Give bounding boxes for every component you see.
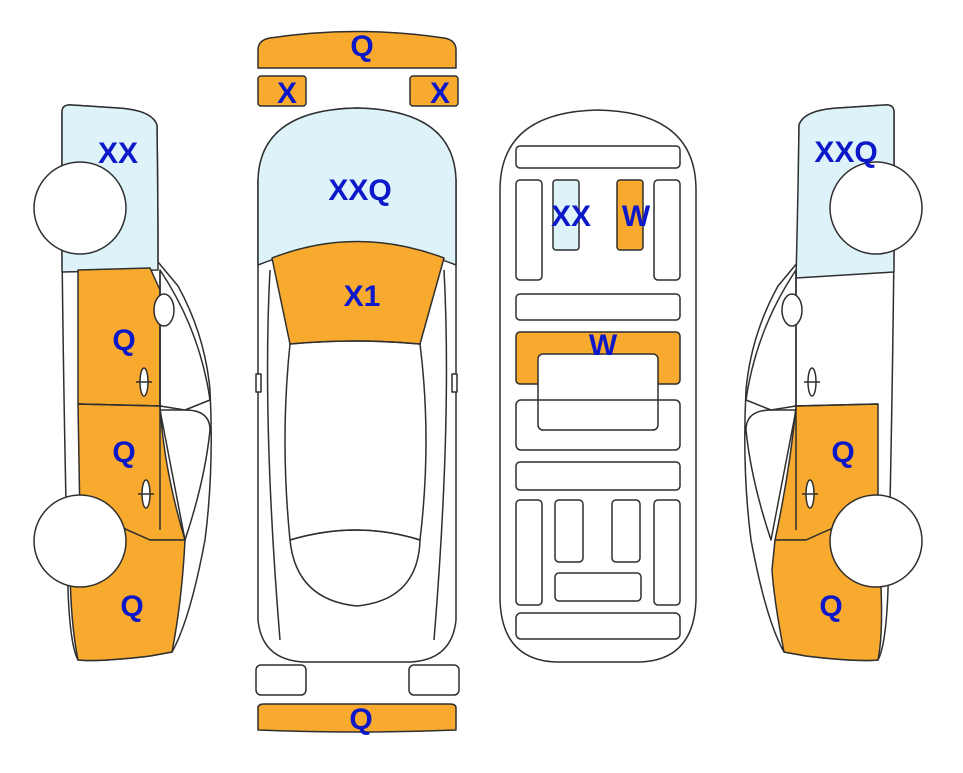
right-rear-window bbox=[745, 409, 797, 541]
label-headlight-right: X bbox=[430, 77, 450, 110]
front-door-trim-right bbox=[653, 179, 681, 281]
left-side-view bbox=[33, 104, 212, 662]
label-interior-seat-left: XX bbox=[551, 200, 591, 233]
front-seat-right bbox=[616, 179, 644, 251]
left-window-frame bbox=[159, 269, 211, 411]
interior-view bbox=[499, 109, 697, 663]
left-door-seam bbox=[77, 403, 163, 407]
front-door-trim-left bbox=[515, 179, 543, 281]
seat-divider bbox=[515, 293, 681, 321]
right-front-wheel bbox=[829, 161, 923, 255]
label-interior-seat-right: W bbox=[622, 200, 651, 233]
right-door-handle-rear bbox=[802, 479, 818, 509]
floor-panel bbox=[515, 399, 681, 451]
rear-door-trim-right bbox=[653, 499, 681, 606]
dashboard bbox=[515, 145, 681, 169]
label-left-rear-quarter: Q bbox=[120, 590, 143, 623]
label-hood: XXQ bbox=[328, 174, 391, 207]
label-headlight-left: X bbox=[277, 77, 297, 110]
headlight-right bbox=[409, 75, 459, 107]
rear-door-trim-left bbox=[515, 499, 543, 606]
rear-shelf bbox=[515, 461, 681, 491]
label-left-front-door: Q bbox=[112, 324, 135, 357]
top-side-line-left bbox=[266, 269, 281, 641]
rear-seat-left bbox=[554, 499, 584, 563]
left-front-wheel bbox=[33, 161, 127, 255]
mirror-top-right bbox=[451, 373, 458, 393]
rear-bumper-panel bbox=[257, 703, 457, 733]
right-side-view bbox=[744, 104, 923, 662]
front-bumper-panel bbox=[257, 30, 457, 69]
right-rear-wheel bbox=[829, 494, 923, 588]
rear-seat-right bbox=[611, 499, 641, 563]
trunk-rear bbox=[515, 612, 681, 640]
rear-window-outline bbox=[289, 529, 421, 607]
left-door-handle-rear bbox=[138, 479, 154, 509]
label-interior-rear-panel: W bbox=[589, 329, 618, 362]
taillight-right bbox=[408, 664, 460, 696]
top-side-line-right bbox=[433, 269, 448, 641]
right-mirror bbox=[781, 293, 803, 327]
label-right-rear-quarter: Q bbox=[819, 590, 842, 623]
mirror-top-left bbox=[255, 373, 262, 393]
left-rear-wheel bbox=[33, 494, 127, 588]
label-rear-bumper: Q bbox=[349, 703, 372, 736]
right-door-seam bbox=[793, 403, 879, 407]
left-mirror bbox=[153, 293, 175, 327]
right-window-frame bbox=[745, 269, 797, 411]
center-console bbox=[537, 353, 659, 431]
label-left-rear-door: Q bbox=[112, 436, 135, 469]
label-right-rear-door: Q bbox=[831, 436, 854, 469]
top-view bbox=[255, 30, 460, 733]
label-front-bumper: Q bbox=[350, 30, 373, 63]
headlight-left bbox=[257, 75, 307, 107]
label-windshield: X1 bbox=[344, 280, 381, 313]
taillight-left bbox=[255, 664, 307, 696]
left-door-handle-front bbox=[136, 367, 152, 397]
label-left-front-fender: XX bbox=[98, 137, 138, 170]
left-rear-window bbox=[159, 409, 211, 541]
trunk-floor bbox=[554, 572, 642, 602]
right-door-handle-front bbox=[804, 367, 820, 397]
label-right-front-fender: XXQ bbox=[814, 136, 877, 169]
front-seat-left bbox=[552, 179, 580, 251]
